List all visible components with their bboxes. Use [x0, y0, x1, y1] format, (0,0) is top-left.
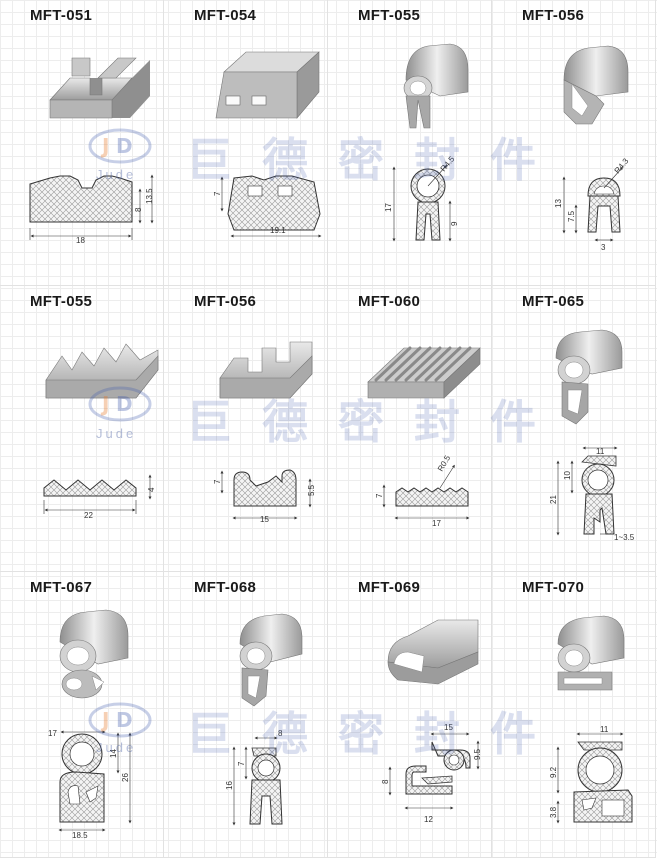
dimension-label: 7.5	[567, 210, 576, 222]
product-drawing: 11 10 21 1~3.5	[549, 329, 635, 542]
svg-text:J: J	[100, 392, 109, 416]
dimension-label: 21	[549, 495, 558, 504]
product-cell: MFT-069 15 9.5 8 12	[328, 572, 492, 858]
dimension-label: 14	[109, 749, 118, 758]
dimension-label: 9	[450, 221, 459, 226]
watermark-brand-en: Jude	[96, 740, 137, 755]
product-code: MFT-056	[194, 293, 257, 310]
product-cell: MFT-070 11 9.2 3.8	[492, 572, 656, 858]
product-drawing: 11 9.2 3.8	[549, 615, 633, 824]
dimension-label: 17	[384, 203, 393, 212]
product-drawing: R4.3 13 7.5 3	[554, 45, 631, 252]
dimension-label: 3	[601, 243, 606, 252]
product-drawing: R0.5 7 17	[367, 346, 481, 528]
watermark-brand-cn: 巨德密封件	[186, 395, 566, 449]
watermark-brand-cn: 巨德密封件	[186, 133, 566, 187]
product-drawing: 8 7 16	[225, 613, 303, 826]
product-drawing: 7 5.5 15	[213, 341, 316, 524]
product-cell: MFT-056 R4.3 13 7.5 3	[492, 0, 656, 286]
dimension-label: 3.8	[549, 806, 558, 818]
watermark-brand-cn: 巨德密封件	[186, 707, 566, 761]
dimension-label: 7	[213, 191, 222, 196]
product-code: MFT-060	[358, 293, 421, 310]
product-drawing: 15 9.5 8 12	[381, 619, 482, 824]
product-drawing: R4.5 17 9	[384, 43, 469, 242]
svg-text:J: J	[100, 708, 109, 732]
product-cell: MFT-065 11 10 21 1~3.5	[492, 286, 656, 572]
product-code: MFT-065	[522, 293, 585, 310]
dimension-label: 17	[432, 519, 441, 528]
dimension-label: 8	[278, 729, 283, 738]
dimension-label: 15	[260, 515, 269, 524]
product-cell: MFT-051 18 8 13.5	[0, 0, 164, 286]
dimension-label: 13.5	[145, 188, 154, 204]
product-drawing: 22 4	[43, 343, 159, 520]
product-cell: MFT-055 22 4	[0, 286, 164, 572]
dimension-label: 1~3.5	[614, 533, 635, 542]
dimension-label: R4.3	[613, 156, 631, 175]
watermark-brand-en: Jude	[96, 426, 137, 441]
product-code: MFT-054	[194, 7, 257, 24]
product-code: MFT-051	[30, 7, 93, 24]
svg-text:D: D	[116, 392, 133, 416]
product-code: MFT-056	[522, 7, 585, 24]
dimension-label: 10	[563, 471, 572, 480]
dimension-label: 13	[554, 199, 563, 208]
dimension-label: 18.5	[72, 831, 88, 840]
dimension-label: R0.5	[436, 453, 453, 473]
dimension-label: 11	[596, 447, 605, 456]
svg-text:J: J	[100, 134, 109, 158]
svg-text:D: D	[116, 134, 133, 158]
dimension-label: 16	[225, 781, 234, 790]
dimension-label: 17	[48, 729, 57, 738]
product-code: MFT-068	[194, 579, 257, 596]
svg-text:D: D	[116, 708, 133, 732]
product-drawing: 18 8 13.5	[29, 57, 154, 245]
product-code: MFT-067	[30, 579, 93, 596]
dimension-label: 22	[84, 511, 93, 520]
product-cell: MFT-054 7 19.1	[164, 0, 328, 286]
dimension-label: 7	[375, 493, 384, 498]
product-code: MFT-069	[358, 579, 421, 596]
product-code: MFT-055	[358, 7, 421, 24]
dimension-label: 9.5	[473, 748, 482, 760]
dimension-label: 15	[444, 723, 453, 732]
product-drawing: 7 19.1	[213, 51, 322, 238]
jd-logo-icon: J D	[88, 702, 152, 738]
dimension-label: 7	[237, 761, 246, 766]
watermark-brand-en: Jude	[96, 167, 137, 182]
product-cell: MFT-060 R0.5 7 17	[328, 286, 492, 572]
dimension-label: 11	[600, 725, 609, 734]
jd-logo-icon: J D	[88, 128, 152, 164]
jd-logo-icon: J D	[88, 386, 152, 422]
dimension-label: 19.1	[270, 226, 286, 235]
dimension-label: 5.5	[307, 484, 316, 496]
dimension-label: 8	[134, 207, 143, 212]
product-cell: MFT-056 7 5.5 15	[164, 286, 328, 572]
dimension-label: 18	[76, 236, 85, 245]
product-code: MFT-070	[522, 579, 585, 596]
dimension-label: 12	[424, 815, 433, 824]
product-drawing: 17 14 26 18.5	[48, 609, 132, 840]
product-cell: MFT-055 R4.5 17 9	[328, 0, 492, 286]
dimension-label: 4	[147, 487, 156, 492]
product-code: MFT-055	[30, 293, 93, 310]
dimension-label: 26	[121, 773, 130, 782]
dimension-label: 9.2	[549, 766, 558, 778]
dimension-label: 8	[381, 779, 390, 784]
dimension-label: 7	[213, 479, 222, 484]
product-cell: MFT-068 8 7 16	[164, 572, 328, 858]
